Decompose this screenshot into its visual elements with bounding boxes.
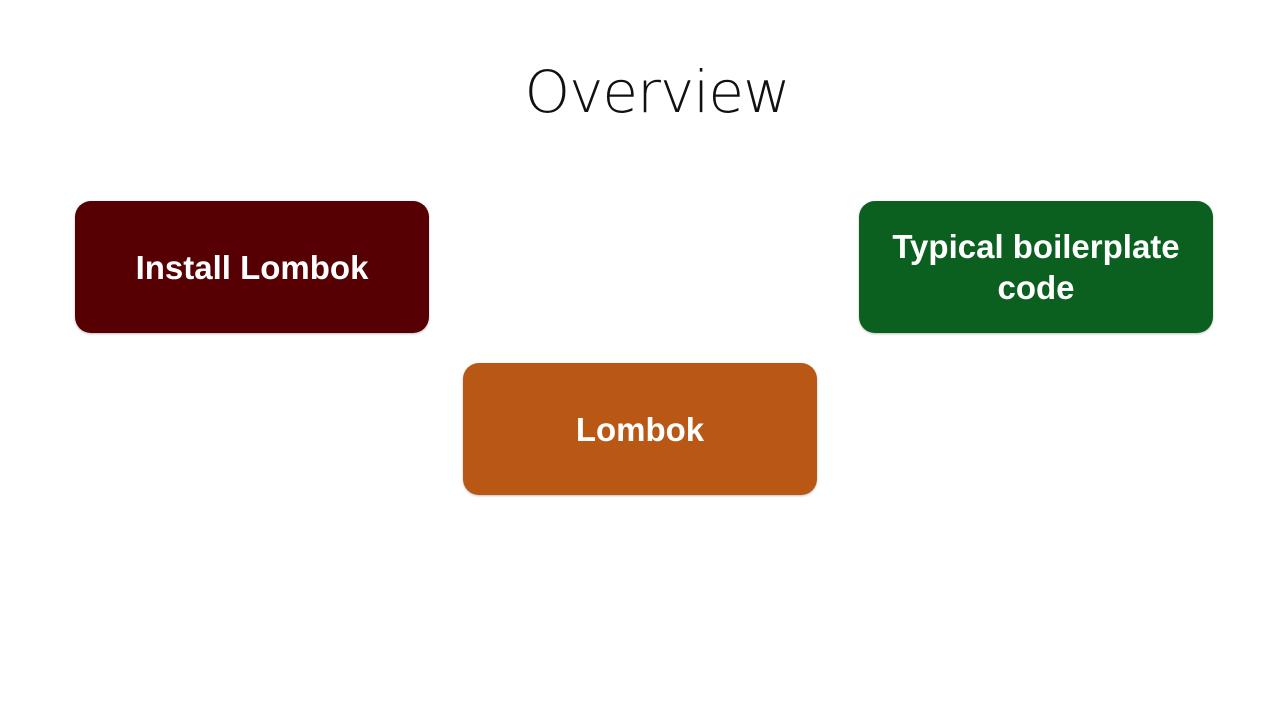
- install-lombok-box: Install Lombok: [75, 201, 429, 333]
- install-lombok-label: Install Lombok: [135, 248, 369, 286]
- lombok-box: Lombok: [463, 363, 817, 495]
- typical-boilerplate-code-box: Typical boilerplate code: [859, 201, 1213, 333]
- typical-boilerplate-code-label: Typical boilerplate code: [892, 228, 1180, 306]
- lombok-label: Lombok: [575, 410, 705, 448]
- slide-title: Overview: [524, 58, 790, 126]
